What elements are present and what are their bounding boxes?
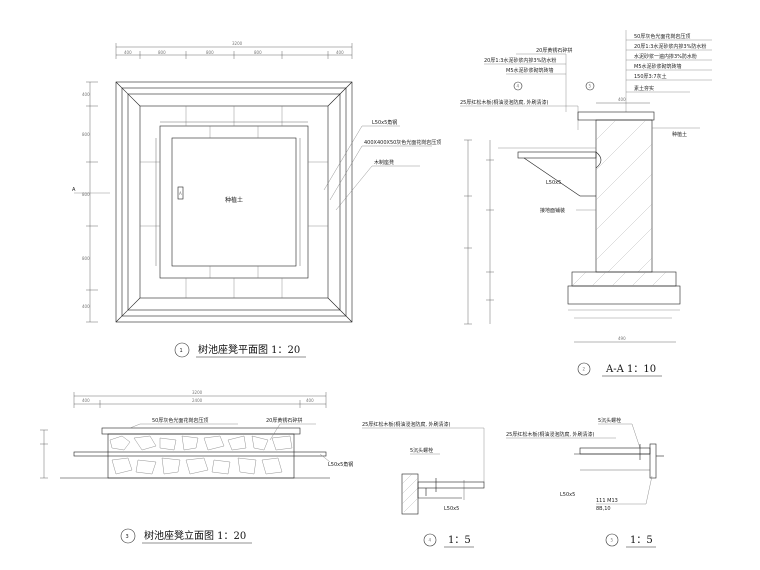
- plan-dim-left-1: 400: [82, 92, 90, 97]
- detail5-bolt-spec-1: 111 M13: [596, 498, 618, 504]
- detail5-title-number: 5: [611, 538, 614, 543]
- plan-dim-left-2: 800: [82, 132, 90, 137]
- elev-dim-total: 3200: [192, 390, 203, 395]
- section-left-note-1: 20厚黄锈石碎拼: [536, 47, 572, 54]
- plan-section-mark-left: A: [72, 187, 76, 193]
- elev-callout-stone: 20厚黄锈石碎拼: [266, 417, 302, 424]
- detail5-angle: L50x5: [560, 492, 575, 498]
- section-ref-4: 4: [517, 84, 520, 89]
- elev-title-number: 3: [126, 534, 129, 540]
- detail4-title-number: 4: [429, 538, 432, 543]
- section-wood-note: 25厚红松木板(桐油浸泡防腐, 外刷清漆): [460, 99, 548, 106]
- section-right-note-3: 水泥砂浆一遍内掺3%防水粉: [634, 53, 697, 60]
- detail4-title: 1：5: [448, 535, 471, 546]
- plan-callout-bench: 木制座凳: [374, 159, 394, 166]
- section-left-note-3: M5水泥砂浆砌筑砖墙: [506, 67, 554, 74]
- plan-dim-top-1: 400: [124, 50, 132, 55]
- elev-dim-2: 2400: [192, 398, 203, 403]
- elev-dim-1: 400: [82, 398, 90, 403]
- section-right-note-4: M5水泥砂浆砌筑砖墙: [634, 63, 682, 70]
- plan-view: 3200 400 800 800 800 400 400 800 800 800…: [72, 41, 441, 358]
- detail5-bolt-spec-2: 8B,10: [596, 506, 611, 512]
- section-planting-label: 种植土: [672, 131, 687, 138]
- section-dim-top: 400: [618, 97, 626, 102]
- detail4-bolt: 5沉头螺栓: [410, 447, 433, 454]
- elev-callout-angle: L50x5角钢: [328, 461, 353, 468]
- plan-dim-total: 3200: [232, 41, 243, 46]
- elev-title: 树池座凳立面图 1：20: [144, 529, 246, 542]
- elev-callout-granite: 50厚灰色光面花岗岩压顶: [152, 417, 208, 424]
- detail4-angle: L50x5: [444, 506, 459, 512]
- section-ground-label: 接地面铺装: [540, 207, 565, 214]
- section-title: A-A 1：10: [605, 364, 656, 375]
- section-title-number: 2: [583, 367, 586, 372]
- section-right-note-5: 150厚3:7灰土: [634, 73, 667, 80]
- plan-dim-left-4: 800: [82, 256, 90, 261]
- section-right-note-1: 50厚灰色光面花岗岩压顶: [634, 33, 690, 40]
- detail5-wood-note: 25厚红松木板(桐油浸泡防腐, 外刷清漆): [506, 431, 594, 438]
- plan-title-number: 1: [180, 348, 183, 354]
- elev-dim-3: 400: [306, 398, 314, 403]
- plan-dim-left-5: 400: [82, 304, 90, 309]
- detail5-title: 1：5: [630, 535, 653, 546]
- detail5-bolt: 5沉头螺栓: [598, 417, 621, 424]
- plan-dim-top-3: 800: [206, 50, 214, 55]
- plan-callout-angle: L50x5角钢: [372, 119, 397, 126]
- detail-5-view: 5沉头螺栓 25厚红松木板(桐油浸泡防腐, 外刷清漆) L50x5 111 M1…: [506, 417, 664, 548]
- section-angle-label: L50x5: [546, 180, 561, 186]
- plan-title: 树池座凳平面图 1：20: [198, 343, 300, 356]
- plan-section-mark-right: A: [179, 191, 182, 196]
- plan-dim-top-5: 400: [336, 50, 344, 55]
- plan-dim-top-4: 800: [254, 50, 262, 55]
- section-dim-width: 490: [618, 336, 626, 341]
- plan-callout-granite: 400X400X50灰色光面花岗岩压顶: [364, 139, 441, 146]
- section-right-note-6: 素土夯实: [634, 85, 654, 92]
- elevation-view: 3200 400 2400 400: [40, 390, 353, 544]
- plan-dim-top-2: 800: [158, 50, 166, 55]
- section-view: 20厚黄锈石碎拼 20厚1:3水泥砂浆内掺3%防水粉 M5水泥砂浆砌筑砖墙 50…: [460, 30, 712, 377]
- detail4-wood-note: 25厚红松木板(桐油浸泡防腐, 外刷清漆): [362, 421, 450, 428]
- section-right-note-2: 20厚1:3水泥砂浆内掺3%防水粉: [634, 43, 706, 50]
- detail-4-view: 25厚红松木板(桐油浸泡防腐, 外刷清漆) 5沉头螺栓 L50x5 4 1：5: [362, 421, 485, 548]
- section-left-note-2: 20厚1:3水泥砂浆内掺3%防水粉: [484, 57, 556, 64]
- plan-center-label: 种植土: [225, 196, 243, 204]
- section-ref-5: 5: [589, 84, 592, 89]
- plan-dim-left-3: 800: [82, 192, 90, 197]
